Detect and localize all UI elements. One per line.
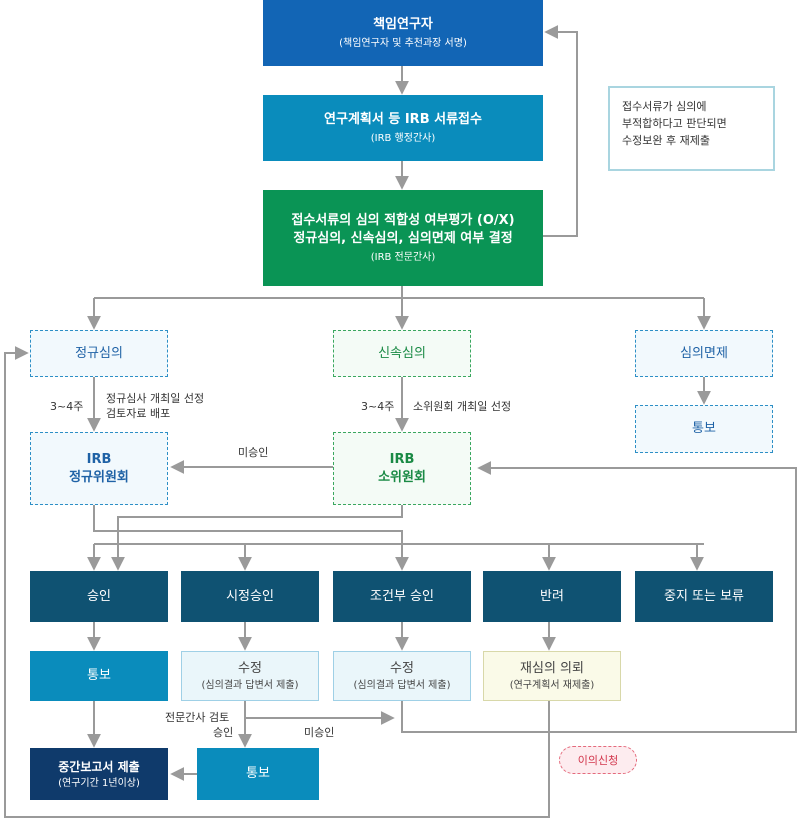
suspend-hold-box: 중지 또는 보류	[635, 571, 773, 622]
irb-sub-line1: IRB	[389, 451, 415, 467]
suspend-hold-title: 중지 또는 보류	[663, 588, 745, 604]
approval-notice-title: 통보	[87, 668, 111, 683]
interim-report-box: 중간보고서 제출 (연구기간 1년이상)	[30, 748, 168, 800]
regular-review-title: 정규심의	[75, 345, 123, 361]
pi-subtitle: (책임연구자 및 추천과장 서명)	[339, 37, 467, 49]
expedited-review-box: 신속심의	[333, 330, 471, 377]
expert-review-label: 전문간사 검토	[165, 711, 230, 724]
corrective-approval-title: 시정승인	[226, 588, 274, 604]
eligibility-evaluation-box: 접수서류의 심의 적합성 여부평가 (O/X) 정규심의, 신속심의, 심의면제…	[263, 190, 543, 286]
re-review-request-box: 재심의 의뢰 (연구계획서 재제출)	[483, 651, 621, 701]
evaluation-subtitle: (IRB 전문간사)	[370, 251, 436, 263]
irb-sub-line2: 소위원회	[378, 469, 426, 485]
irb-submission-box: 연구계획서 등 IRB 서류접수 (IRB 행정간사)	[263, 95, 543, 161]
rejection-title: 반려	[540, 588, 564, 604]
regular-desc-line2: 검토자료 배포	[106, 407, 171, 420]
regular-weeks-label: 3~4주	[50, 400, 84, 413]
review-exemption-box: 심의면제	[635, 330, 773, 377]
re-review-title: 재심의 의뢰	[520, 660, 584, 676]
resubmission-note: 접수서류가 심의에 부적합하다고 판단되면 수정보완 후 재제출	[608, 86, 775, 171]
revision-box-2: 수정 (심의결과 답변서 제출)	[333, 651, 471, 701]
irb-regular-line1: IRB	[86, 451, 112, 467]
approval-notice-box: 통보	[30, 651, 168, 701]
final-notice-title: 통보	[246, 766, 270, 781]
interim-report-subtitle: (연구기간 1년이상)	[58, 777, 140, 789]
exemption-notice-title: 통보	[692, 421, 716, 436]
evaluation-title-line2: 정규심의, 신속심의, 심의면제 여부 결정	[293, 230, 513, 246]
revision-1-title: 수정	[238, 660, 262, 676]
expedited-review-title: 신속심의	[378, 345, 426, 361]
final-notice-box: 통보	[197, 748, 319, 800]
approved-label: 승인	[213, 726, 234, 739]
irb-regular-committee-box: IRB 정규위원회	[30, 432, 168, 505]
submission-subtitle: (IRB 행정간사)	[370, 132, 436, 144]
conditional-approval-title: 조건부 승인	[370, 588, 434, 604]
revision-2-title: 수정	[390, 660, 414, 676]
irb-subcommittee-box: IRB 소위원회	[333, 432, 471, 505]
note-line1: 접수서류가 심의에	[622, 100, 707, 113]
revision-box-1: 수정 (심의결과 답변서 제출)	[181, 651, 319, 701]
expedited-desc: 소위원회 개최일 선정	[413, 400, 512, 413]
note-line3: 수정보완 후 재제출	[622, 134, 710, 147]
re-review-subtitle: (연구계획서 재제출)	[509, 679, 595, 691]
approval-box: 승인	[30, 571, 168, 622]
revision-1-subtitle: (심의결과 답변서 제출)	[201, 679, 299, 691]
evaluation-title-line1: 접수서류의 심의 적합성 여부평가 (O/X)	[291, 212, 515, 228]
corrective-approval-box: 시정승인	[181, 571, 319, 622]
review-exemption-title: 심의면제	[680, 345, 728, 361]
approval-title: 승인	[87, 588, 111, 604]
submission-title: 연구계획서 등 IRB 서류접수	[324, 111, 482, 127]
conditional-approval-box: 조건부 승인	[333, 571, 471, 622]
not-approved-label-2: 미승인	[304, 726, 335, 739]
regular-review-box: 정규심의	[30, 330, 168, 377]
revision-2-subtitle: (심의결과 답변서 제출)	[353, 679, 451, 691]
exemption-notice-box: 통보	[635, 405, 773, 453]
pi-title: 책임연구자	[373, 16, 433, 32]
principal-investigator-box: 책임연구자 (책임연구자 및 추천과장 서명)	[263, 0, 543, 66]
appeal-badge: 이의신청	[559, 746, 637, 774]
not-approved-label-1: 미승인	[238, 446, 269, 459]
expedited-weeks-label: 3~4주	[361, 400, 395, 413]
rejection-box: 반려	[483, 571, 621, 622]
irb-regular-line2: 정규위원회	[69, 469, 129, 485]
regular-desc-line1: 정규심사 개최일 선정	[106, 392, 205, 405]
note-line2: 부적합하다고 판단되면	[622, 117, 727, 130]
interim-report-title: 중간보고서 제출	[58, 759, 140, 774]
